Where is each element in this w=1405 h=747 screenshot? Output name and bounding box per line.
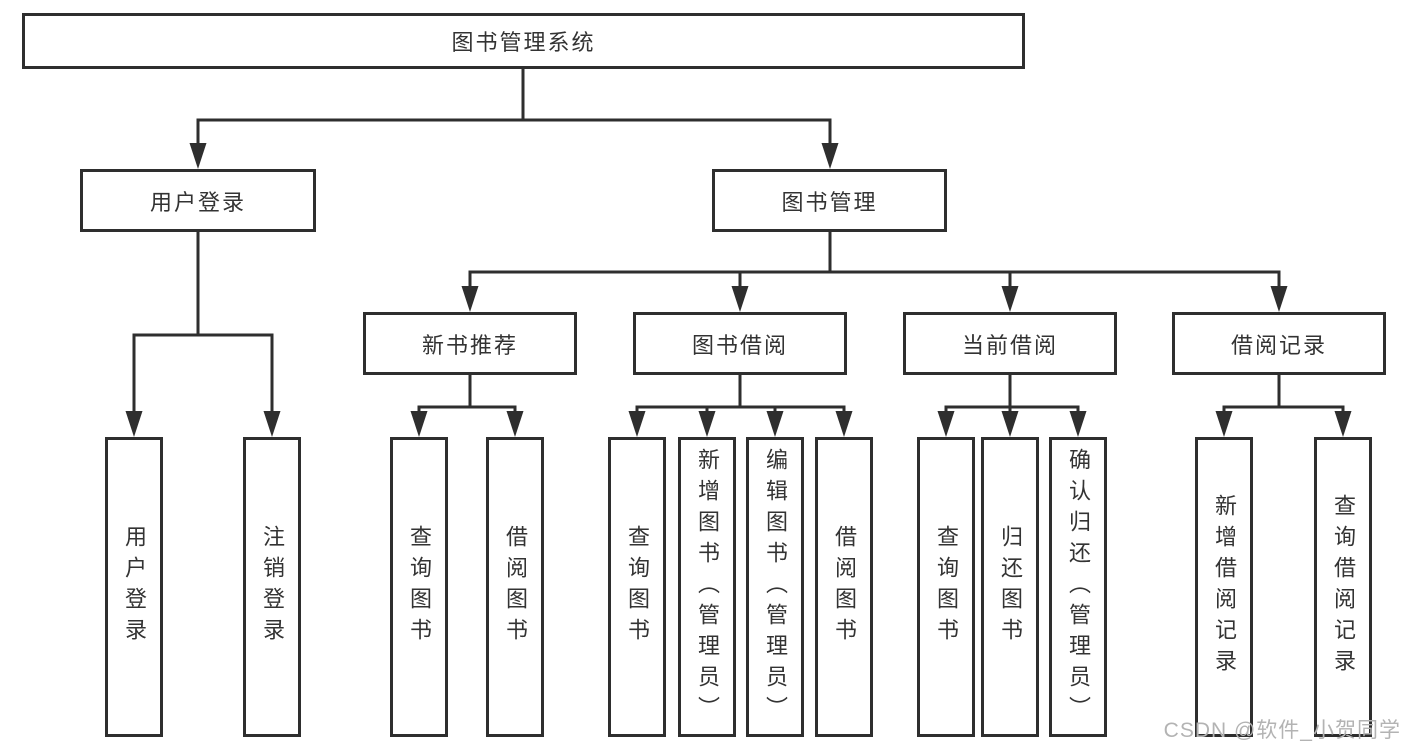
leaf-label: 查询图书: [934, 525, 959, 649]
leaf-label: 用户登录: [122, 525, 147, 649]
leaf-label: 归还图书: [998, 525, 1023, 649]
leaf-borrow-books-recommend: 借阅图书: [486, 437, 544, 737]
leaf-borrow-books: 借阅图书: [815, 437, 873, 737]
leaf-edit-book-admin: 编辑图书（管理员）: [746, 437, 804, 737]
node-book-management: 图书管理: [712, 169, 947, 232]
leaf-label: 编辑图书（管理员）: [763, 447, 788, 727]
leaf-confirm-return-admin: 确认归还（管理员）: [1049, 437, 1107, 737]
node-user-login: 用户登录: [80, 169, 316, 232]
csdn-watermark: CSDN @软件_小贺同学: [1163, 719, 1401, 742]
leaf-label: 查询图书: [625, 525, 650, 649]
leaf-add-borrow-record: 新增借阅记录: [1195, 437, 1253, 737]
leaf-label: 查询图书: [407, 525, 432, 649]
leaf-user-login: 用户登录: [105, 437, 163, 737]
node-borrow-records: 借阅记录: [1172, 312, 1386, 375]
leaf-label: 新增图书（管理员）: [695, 447, 720, 727]
node-book-borrow: 图书借阅: [633, 312, 847, 375]
leaf-query-borrow-record: 查询借阅记录: [1314, 437, 1372, 737]
leaf-label: 注销登录: [260, 525, 285, 649]
leaf-label: 查询借阅记录: [1331, 494, 1356, 680]
leaf-add-book-admin: 新增图书（管理员）: [678, 437, 736, 737]
leaf-label: 确认归还（管理员）: [1066, 447, 1091, 727]
leaf-label: 借阅图书: [503, 525, 528, 649]
leaf-return-book: 归还图书: [981, 437, 1039, 737]
leaf-query-books-current: 查询图书: [917, 437, 975, 737]
leaf-query-books-borrow: 查询图书: [608, 437, 666, 737]
node-new-book-recommend: 新书推荐: [363, 312, 577, 375]
leaf-logout: 注销登录: [243, 437, 301, 737]
node-current-borrow: 当前借阅: [903, 312, 1117, 375]
leaf-label: 新增借阅记录: [1212, 494, 1237, 680]
leaf-query-books-recommend: 查询图书: [390, 437, 448, 737]
leaf-label: 借阅图书: [832, 525, 857, 649]
node-root: 图书管理系统: [22, 13, 1025, 69]
